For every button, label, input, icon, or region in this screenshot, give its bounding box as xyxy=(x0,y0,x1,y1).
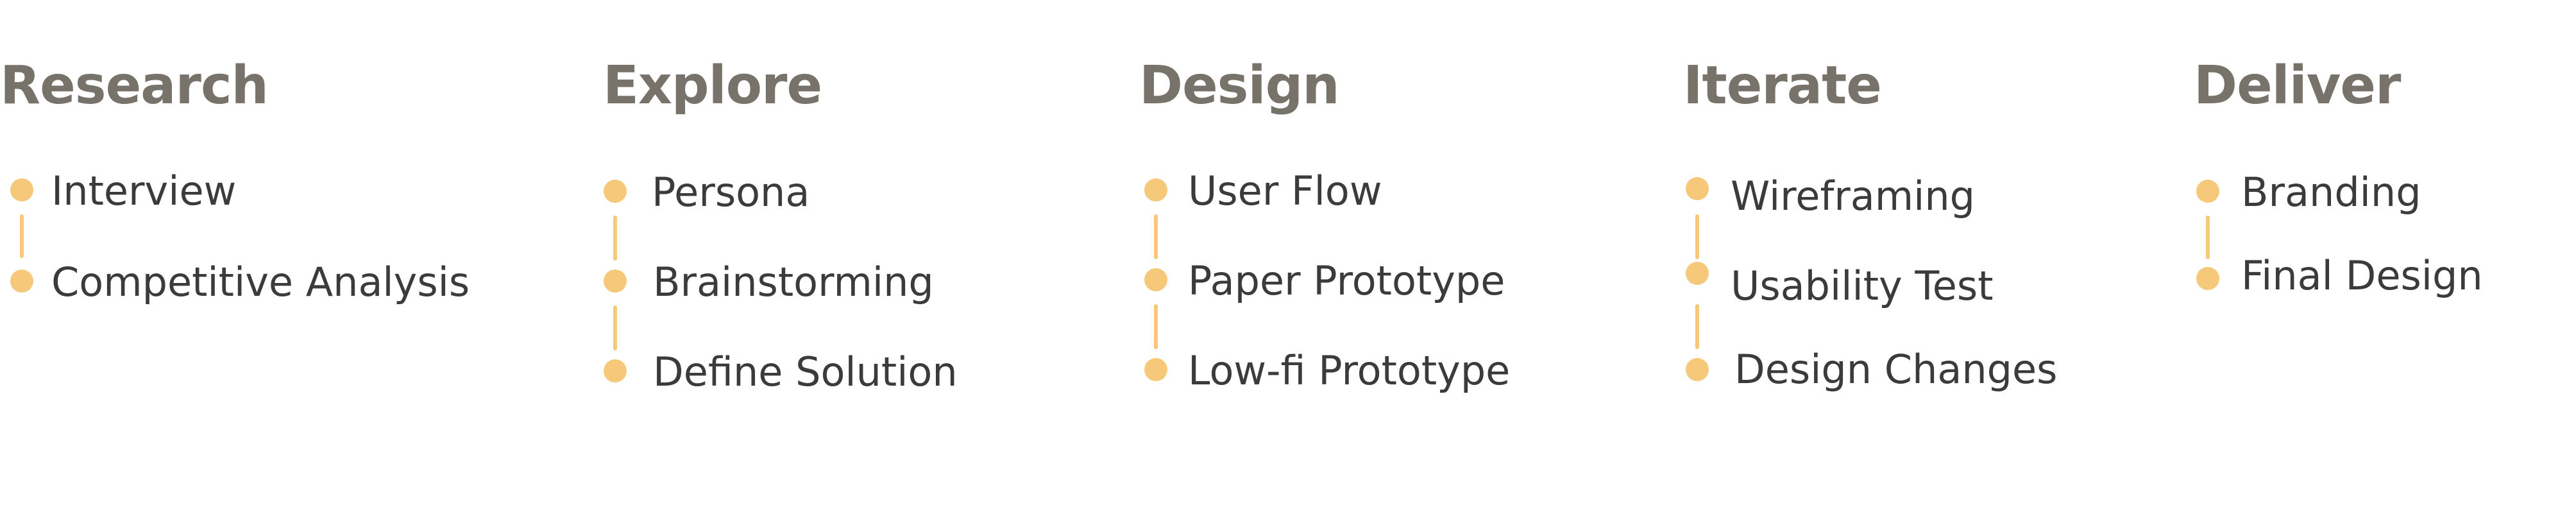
phase-title: Explore xyxy=(603,55,822,116)
step-bullet-icon xyxy=(1686,358,1709,381)
step-connector xyxy=(1154,214,1158,259)
step-label: Branding xyxy=(2241,169,2421,216)
step-bullet-icon xyxy=(604,359,627,382)
phase-title: Iterate xyxy=(1683,55,1882,116)
step-label: Design Changes xyxy=(1734,346,2058,393)
step-bullet-icon xyxy=(1686,262,1709,285)
step-bullet-icon xyxy=(2196,180,2219,203)
step-bullet-icon xyxy=(604,180,627,203)
step-label: Usability Test xyxy=(1731,262,1994,309)
phase-title: Design xyxy=(1139,55,1340,116)
step-label: Define Solution xyxy=(653,348,958,395)
step-bullet-icon xyxy=(1144,178,1167,201)
step-connector xyxy=(1154,304,1158,349)
step-connector xyxy=(613,305,617,350)
step-connector xyxy=(1695,304,1699,349)
step-connector xyxy=(20,214,24,258)
step-bullet-icon xyxy=(1686,177,1709,200)
step-label: Persona xyxy=(652,169,810,216)
step-bullet-icon xyxy=(10,270,33,293)
phase-title: Deliver xyxy=(2194,55,2401,116)
step-bullet-icon xyxy=(2196,267,2219,290)
step-connector xyxy=(2206,216,2210,259)
step-bullet-icon xyxy=(1144,358,1167,381)
step-connector xyxy=(613,216,617,261)
step-label: Competitive Analysis xyxy=(51,259,470,305)
phase-title: Research xyxy=(0,55,269,116)
step-label: User Flow xyxy=(1188,167,1382,214)
step-label: Wireframing xyxy=(1731,173,1976,219)
step-bullet-icon xyxy=(1144,268,1167,291)
step-label: Final Design xyxy=(2241,252,2483,299)
step-label: Interview xyxy=(51,167,237,214)
step-label: Low-fi Prototype xyxy=(1188,347,1511,394)
step-bullet-icon xyxy=(10,178,33,201)
step-bullet-icon xyxy=(604,270,627,293)
step-label: Paper Prototype xyxy=(1188,257,1505,304)
step-label: Brainstorming xyxy=(653,259,934,305)
step-connector xyxy=(1695,214,1699,259)
